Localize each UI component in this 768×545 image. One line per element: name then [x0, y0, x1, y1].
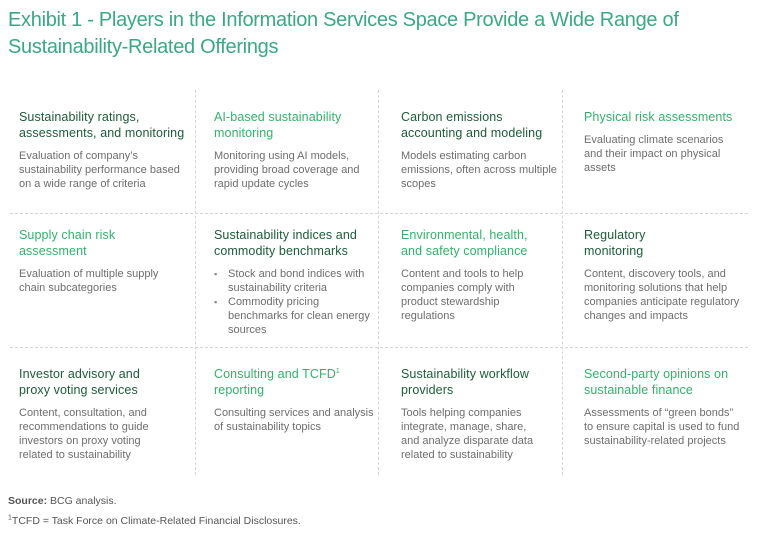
offering-heading: Environmental, health, and safety compli… — [401, 228, 528, 258]
bullet-item: Commodity pricing benchmarks for clean e… — [214, 295, 374, 337]
source-note: Source: BCG analysis. — [8, 495, 117, 507]
offering-description: Tools helping companies integrate, manag… — [401, 407, 534, 461]
offering-heading: AI-based sustainability monitoring — [214, 110, 342, 140]
row-divider — [10, 347, 748, 348]
offering-consulting-tcfd: Consulting and TCFD1 reporting Consulting… — [214, 366, 374, 434]
offering-description: Content, discovery tools, and monitoring… — [584, 268, 740, 322]
offering-regulatory-monitoring: Regulatory monitoring Content, discovery… — [584, 227, 750, 323]
offering-description: Consulting services and analysis of sust… — [214, 407, 374, 433]
offering-heading: Sustainability ratings, assessments, and… — [19, 110, 185, 140]
offering-heading: Investor advisory and proxy voting servi… — [19, 367, 140, 397]
offering-description: Evaluation of multiple supply chain subc… — [19, 268, 159, 294]
offering-heading: Carbon emissions accounting and modeling — [401, 110, 543, 140]
offering-ehs-compliance: Environmental, health, and safety compli… — [401, 227, 543, 323]
column-divider — [378, 90, 379, 475]
row-divider — [10, 213, 748, 214]
offering-heading: Second-party opinions on sustainable fin… — [584, 367, 729, 397]
offering-description: Content and tools to help companies comp… — [401, 268, 524, 322]
offering-heading: Consulting and TCFD1 reporting — [214, 366, 374, 398]
offering-heading: Physical risk assessments — [584, 110, 733, 124]
footnote-marker: 1 — [8, 514, 12, 522]
source-label: Source: — [8, 495, 48, 507]
offering-carbon-accounting: Carbon emissions accounting and modeling… — [401, 109, 557, 191]
heading-text: reporting — [214, 383, 265, 397]
offering-ai-monitoring: AI-based sustainability monitoring Monit… — [214, 109, 374, 191]
offering-description: Monitoring using AI models, providing br… — [214, 150, 360, 190]
offering-heading: Supply chain risk assessment — [19, 228, 116, 258]
offering-description: Evaluating climate scenarios and their i… — [584, 134, 724, 174]
offering-investor-advisory: Investor advisory and proxy voting servi… — [19, 366, 169, 462]
offerings-grid: Sustainability ratings, assessments, and… — [0, 90, 768, 475]
source-text: BCG analysis. — [50, 495, 117, 507]
offering-physical-risk: Physical risk assessments Evaluating cli… — [584, 109, 734, 175]
offering-description: Content, consultation, and recommendatio… — [19, 407, 149, 461]
offering-heading: Sustainability workflow providers — [401, 367, 530, 397]
column-divider — [562, 90, 563, 475]
offering-heading: Sustainability indices and commodity ben… — [214, 228, 357, 258]
heading-text: Consulting and TCFD — [214, 367, 336, 381]
column-divider — [195, 90, 196, 475]
footnote-marker: 1 — [335, 367, 340, 375]
offering-heading: Regulatory monitoring — [584, 228, 646, 258]
offering-ratings-assessments: Sustainability ratings, assessments, and… — [19, 109, 191, 191]
offering-indices-benchmarks: Sustainability indices and commodity ben… — [214, 227, 374, 337]
offering-second-party-opinions: Second-party opinions on sustainable fin… — [584, 366, 744, 448]
footnote: 1TCFD = Task Force on Climate-Related Fi… — [8, 514, 301, 528]
offering-workflow-providers: Sustainability workflow providers Tools … — [401, 366, 547, 462]
offering-description: Assessments of “green bonds” to ensure c… — [584, 407, 740, 447]
offering-supply-chain-risk: Supply chain risk assessment Evaluation … — [19, 227, 159, 295]
footnote-text: TCFD = Task Force on Climate-Related Fin… — [11, 515, 301, 527]
offering-description: Evaluation of company’s sustainability p… — [19, 150, 180, 190]
offering-description: Models estimating carbon emissions, ofte… — [401, 150, 557, 190]
offering-bullets: Stock and bond indices with sustainabili… — [214, 267, 374, 337]
exhibit-title: Exhibit 1 - Players in the Information S… — [8, 9, 679, 58]
bullet-item: Stock and bond indices with sustainabili… — [214, 267, 374, 295]
